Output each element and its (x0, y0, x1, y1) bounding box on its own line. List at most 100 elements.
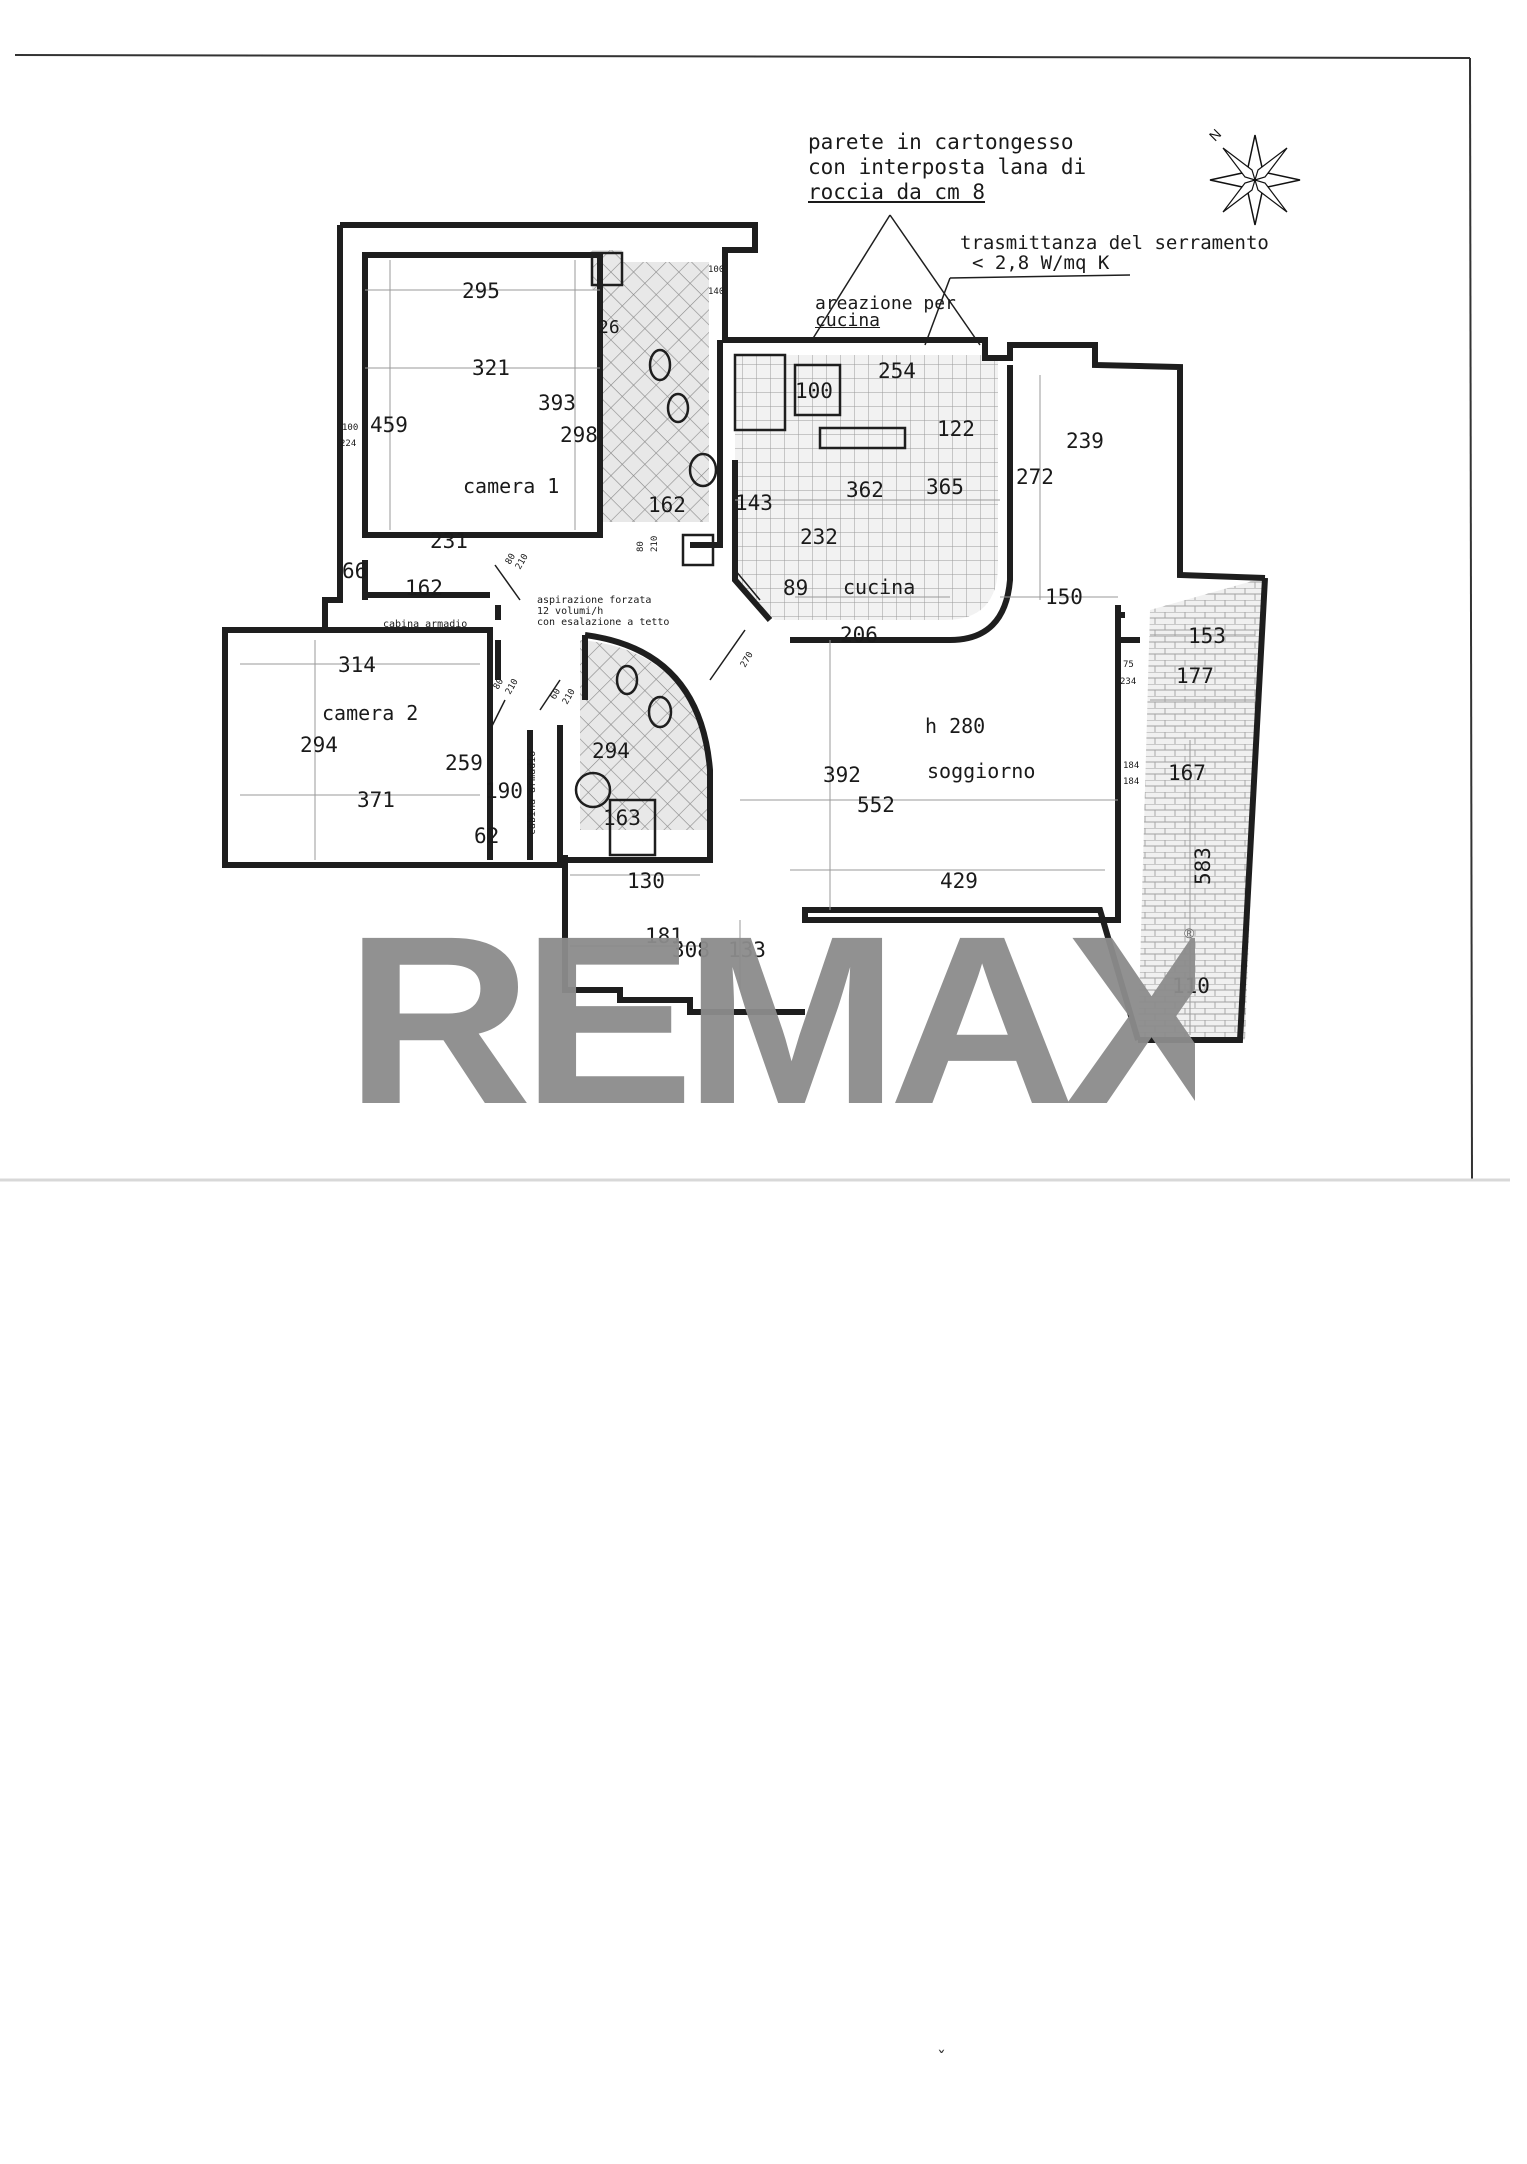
small-dim-60: 60 (549, 687, 563, 701)
small-dim-234: 234 (1120, 677, 1136, 687)
dim-133: 133 (728, 938, 766, 962)
svg-text:N: N (1206, 126, 1224, 144)
dim-26: 26 (598, 317, 620, 338)
dim-181: 181 (645, 924, 683, 948)
dim-393: 393 (538, 391, 576, 415)
fridge (733, 353, 787, 432)
dim-206: 206 (840, 623, 878, 647)
north-compass: N (1206, 126, 1301, 226)
footer-mark: ˇ (937, 2048, 946, 2069)
sink-2 (574, 771, 612, 809)
dim-150: 150 (1045, 585, 1083, 609)
dim-66: 66 (342, 559, 367, 583)
room-soggiorno: soggiorno (927, 759, 1035, 783)
dim-392: 392 (823, 763, 861, 787)
dim-110: 110 (1172, 974, 1210, 998)
dim-371: 371 (357, 788, 395, 812)
fan-note: aspirazione forzata 12 volumi/h con esal… (537, 595, 669, 628)
small-dim-210c: 210 (504, 677, 521, 696)
remax-watermark: REMAX (345, 915, 1195, 1125)
small-dim-75: 75 (1123, 660, 1134, 670)
dim-162a: 162 (648, 493, 686, 517)
dim-272: 272 (1016, 465, 1054, 489)
counter (818, 426, 907, 450)
sink-1 (688, 452, 718, 488)
wall-note: parete in cartongesso con interposta lan… (808, 130, 1086, 205)
dim-177: 177 (1176, 664, 1214, 688)
kitchen-floor (735, 355, 998, 620)
small-dim-224: 224 (340, 439, 356, 449)
dim-294b: 294 (592, 739, 630, 763)
sheet-border-right (1469, 57, 1473, 1181)
doors (489, 564, 761, 731)
dim-130: 130 (627, 869, 665, 893)
dim-294a: 294 (300, 733, 338, 757)
dim-583: 583 (1191, 847, 1215, 885)
dim-362: 362 (846, 478, 884, 502)
small-dim-210d: 210 (561, 687, 578, 706)
small-dim-100b: 100 (708, 265, 724, 275)
shower-tray-2 (608, 798, 657, 857)
leader-lines (811, 214, 1131, 346)
remax-watermark-text: REMAX (345, 915, 1195, 1125)
sheet-border-top (14, 54, 1471, 59)
fan-note-line-1: aspirazione forzata (537, 595, 652, 606)
fan-note-line-3: con esalazione a tetto (537, 617, 670, 628)
small-dim-80c: 80 (492, 677, 506, 691)
vent-note-line-1: areazione per (815, 293, 956, 314)
dim-232: 232 (800, 525, 838, 549)
small-dim-270: 270 (739, 650, 756, 669)
small-dim-184b: 184 (1123, 777, 1139, 787)
washbasin-area (681, 533, 715, 567)
small-dim-80b: 80 (636, 541, 646, 552)
bidet-2 (647, 695, 673, 729)
dim-459: 459 (370, 413, 408, 437)
window-note-line-2: < 2,8 W/mq K (972, 252, 1110, 274)
dim-239: 239 (1066, 429, 1104, 453)
bidet-1 (666, 392, 690, 424)
small-dim-210b: 210 (650, 536, 660, 552)
wc-2 (615, 664, 639, 696)
dim-321: 321 (472, 356, 510, 380)
registered-mark: ® (1184, 925, 1195, 941)
terrace-floor (1138, 578, 1263, 1040)
dim-100: 100 (795, 379, 833, 403)
bathroom-1-floor (603, 262, 709, 522)
dim-62: 62 (474, 824, 499, 848)
dim-231: 231 (430, 529, 468, 553)
plan-labels: 295 26 321 393 459 298 camera 1 162 143 … (300, 279, 1226, 998)
wall-note-line-1: parete in cartongesso (808, 130, 1074, 154)
room-camera-2: camera 2 (322, 701, 418, 725)
dim-153: 153 (1188, 624, 1226, 648)
vent-note: areazione per cucina (815, 293, 956, 330)
small-dim-80a: 80 (504, 552, 518, 566)
dim-295: 295 (462, 279, 500, 303)
small-dim-184a: 184 (1123, 761, 1139, 771)
dim-89: 89 (783, 576, 808, 600)
wall-note-line-3: roccia da cm 8 (808, 180, 986, 204)
interior-lines (574, 251, 907, 857)
label-cabina-2: cabina armadio (527, 751, 538, 835)
dim-314: 314 (338, 653, 376, 677)
window-note: trasmittanza del serramento < 2,8 W/mq K (960, 233, 1269, 273)
small-dim-210a: 210 (514, 552, 531, 571)
dim-298: 298 (560, 423, 598, 447)
dim-429: 429 (940, 869, 978, 893)
dim-167: 167 (1168, 761, 1206, 785)
dim-365: 365 (926, 475, 964, 499)
dim-259: 259 (445, 751, 483, 775)
dim-163: 163 (603, 806, 641, 830)
shower-tray-1 (590, 251, 624, 287)
fan-note-line-2: 12 volumi/h (537, 606, 604, 617)
window-note-line-1: trasmittanza del serramento (960, 232, 1269, 254)
dim-308: 308 (672, 938, 710, 962)
dim-143: 143 (735, 491, 773, 515)
room-cucina: cucina (843, 575, 915, 599)
dim-190: 190 (485, 779, 523, 803)
dimension-lines (240, 260, 1255, 1035)
dim-254: 254 (878, 359, 916, 383)
dim-162b: 162 (405, 576, 443, 600)
bathroom-2-floor (580, 640, 712, 830)
